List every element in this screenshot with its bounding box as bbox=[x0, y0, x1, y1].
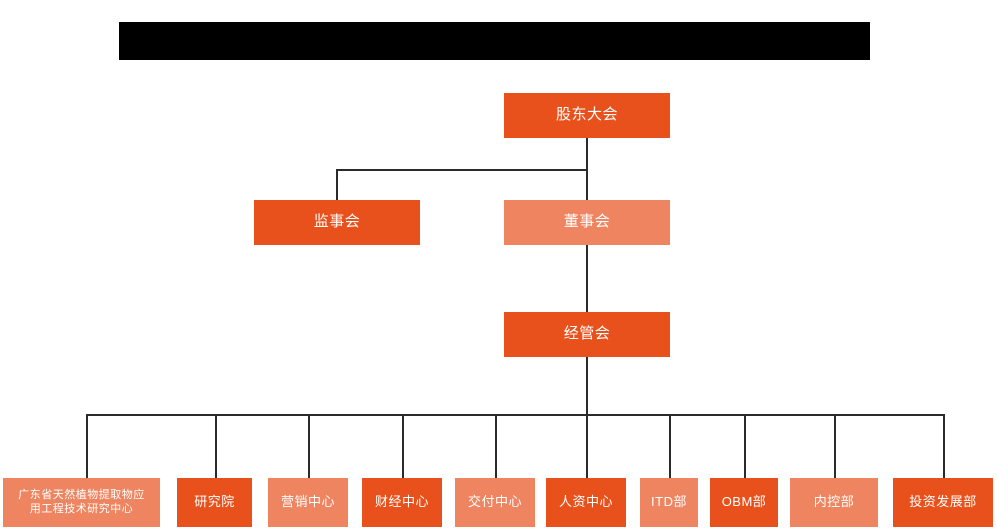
dept-itd[interactable]: ITD部 bbox=[640, 478, 698, 527]
dept-institute[interactable]: 研究院 bbox=[177, 478, 252, 527]
connector-line bbox=[834, 414, 836, 478]
department-label: 财经中心 bbox=[374, 494, 429, 510]
dept-internal-control[interactable]: 内控部 bbox=[790, 478, 878, 527]
connector-line bbox=[586, 245, 588, 312]
connector-line bbox=[336, 169, 338, 200]
connector-line bbox=[744, 414, 746, 478]
connector-line bbox=[402, 414, 404, 478]
org-node-supervisors[interactable]: 监事会 bbox=[254, 200, 420, 245]
dept-delivery[interactable]: 交付中心 bbox=[455, 478, 535, 527]
department-label: 交付中心 bbox=[467, 494, 522, 510]
connector-line bbox=[586, 138, 588, 221]
org-node-label: 董事会 bbox=[563, 213, 611, 231]
connector-line bbox=[308, 414, 310, 478]
dept-obm[interactable]: OBM部 bbox=[710, 478, 778, 527]
org-node-label: 股东大会 bbox=[555, 106, 618, 124]
redacted-title-bar bbox=[119, 22, 870, 60]
department-label: 广东省天然植物提取物应 用工程技术研究中心 bbox=[18, 488, 145, 515]
org-node-label: 经管会 bbox=[563, 325, 611, 343]
connector-line bbox=[336, 169, 588, 171]
department-label: ITD部 bbox=[651, 494, 687, 510]
dept-finance[interactable]: 财经中心 bbox=[362, 478, 442, 527]
connector-line bbox=[495, 414, 497, 478]
connector-line bbox=[669, 414, 671, 478]
org-node-shareholders[interactable]: 股东大会 bbox=[504, 93, 670, 138]
connector-line bbox=[943, 414, 945, 478]
org-node-directors[interactable]: 董事会 bbox=[504, 200, 670, 245]
department-label: 内控部 bbox=[813, 494, 855, 510]
dept-marketing[interactable]: 营销中心 bbox=[268, 478, 348, 527]
connector-line bbox=[86, 414, 88, 478]
dept-hr[interactable]: 人资中心 bbox=[546, 478, 626, 527]
org-node-label: 监事会 bbox=[313, 213, 361, 231]
dept-research-center[interactable]: 广东省天然植物提取物应 用工程技术研究中心 bbox=[3, 478, 160, 527]
department-label: 投资发展部 bbox=[909, 494, 977, 510]
dept-investment[interactable]: 投资发展部 bbox=[893, 478, 993, 527]
connector-line bbox=[215, 414, 217, 478]
connector-line bbox=[86, 414, 945, 416]
org-node-management[interactable]: 经管会 bbox=[504, 312, 670, 357]
department-label: 营销中心 bbox=[280, 494, 335, 510]
department-label: 研究院 bbox=[194, 494, 235, 510]
connector-line bbox=[586, 414, 588, 478]
department-label: OBM部 bbox=[721, 494, 767, 510]
department-label: 人资中心 bbox=[558, 494, 613, 510]
